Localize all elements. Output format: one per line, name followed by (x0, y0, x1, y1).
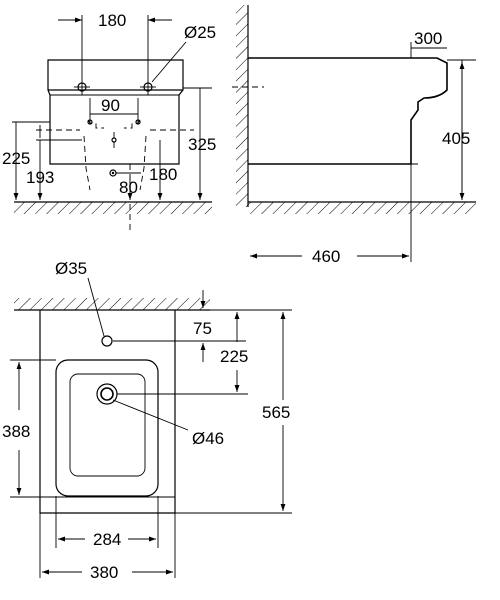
dim-380-label: 380 (90, 563, 118, 582)
dimension-405: 405 (442, 59, 476, 200)
dimension-388: 388 (2, 359, 56, 498)
side-floor-hatch (248, 202, 476, 214)
side-wall-hatch (236, 5, 248, 207)
dim-225-top-label: 225 (220, 347, 248, 366)
drain-center (109, 169, 141, 177)
top-view: Ø35 Ø46 75 225 (2, 259, 292, 582)
dim-80-label: 80 (119, 178, 138, 197)
dim-225-label: 225 (2, 149, 30, 168)
mounting-hole-right (140, 79, 156, 95)
dimension-225-top: 225 (117, 309, 292, 395)
fixing-hole-right (135, 119, 141, 125)
dimension-325: 325 (183, 87, 216, 200)
side-view: 300 405 460 (232, 5, 476, 266)
front-hidden-lines (36, 119, 194, 191)
top-wall-hatch (14, 298, 210, 310)
dimension-284: 284 (55, 496, 159, 549)
dimension-80: 80 (119, 164, 138, 232)
dim-d25-label: Ø25 (184, 23, 216, 42)
dimension-180-top: 180 (58, 11, 172, 79)
side-body (248, 57, 448, 165)
dimension-300: 300 (410, 29, 447, 58)
bowl-inner (69, 373, 146, 477)
fixing-hole-center (111, 137, 117, 143)
dim-193-label: 193 (26, 168, 54, 187)
front-view: 180 Ø25 90 (2, 11, 216, 232)
dimension-193: 193 (26, 139, 82, 200)
dim-325-label: 325 (188, 135, 216, 154)
dim-90-label: 90 (101, 96, 120, 115)
dimension-565: 565 (175, 312, 292, 514)
bowl-outer (55, 359, 159, 497)
dim-d46-label: Ø46 (192, 429, 224, 448)
front-body (47, 59, 184, 165)
front-floor-hatch (14, 202, 212, 214)
dimension-180-bottom: 180 (149, 140, 177, 200)
dim-460-label: 460 (312, 247, 340, 266)
dim-75-label: 75 (193, 319, 212, 338)
dimension-75: 75 (113, 290, 246, 362)
dim-180-top-label: 180 (98, 11, 126, 30)
dimension-90: 90 (87, 96, 141, 143)
dim-405-label: 405 (442, 129, 470, 148)
tap-hole: Ø35 (55, 259, 113, 347)
dim-284-label: 284 (93, 530, 121, 549)
fixing-hole-left (87, 119, 93, 125)
dimension-460: 460 (250, 164, 412, 266)
drain-hole: Ø46 (96, 383, 224, 448)
dim-d35-label: Ø35 (55, 259, 87, 278)
top-body (39, 310, 176, 514)
mounting-hole-left (74, 79, 90, 95)
dim-300-label: 300 (414, 29, 442, 48)
dim-388-label: 388 (2, 422, 30, 441)
dimension-d25: Ø25 (151, 23, 216, 83)
dim-565-label: 565 (262, 403, 290, 422)
dimension-380: 380 (39, 513, 176, 582)
dim-180-bottom-label: 180 (149, 165, 177, 184)
dimension-225: 225 (2, 121, 50, 200)
